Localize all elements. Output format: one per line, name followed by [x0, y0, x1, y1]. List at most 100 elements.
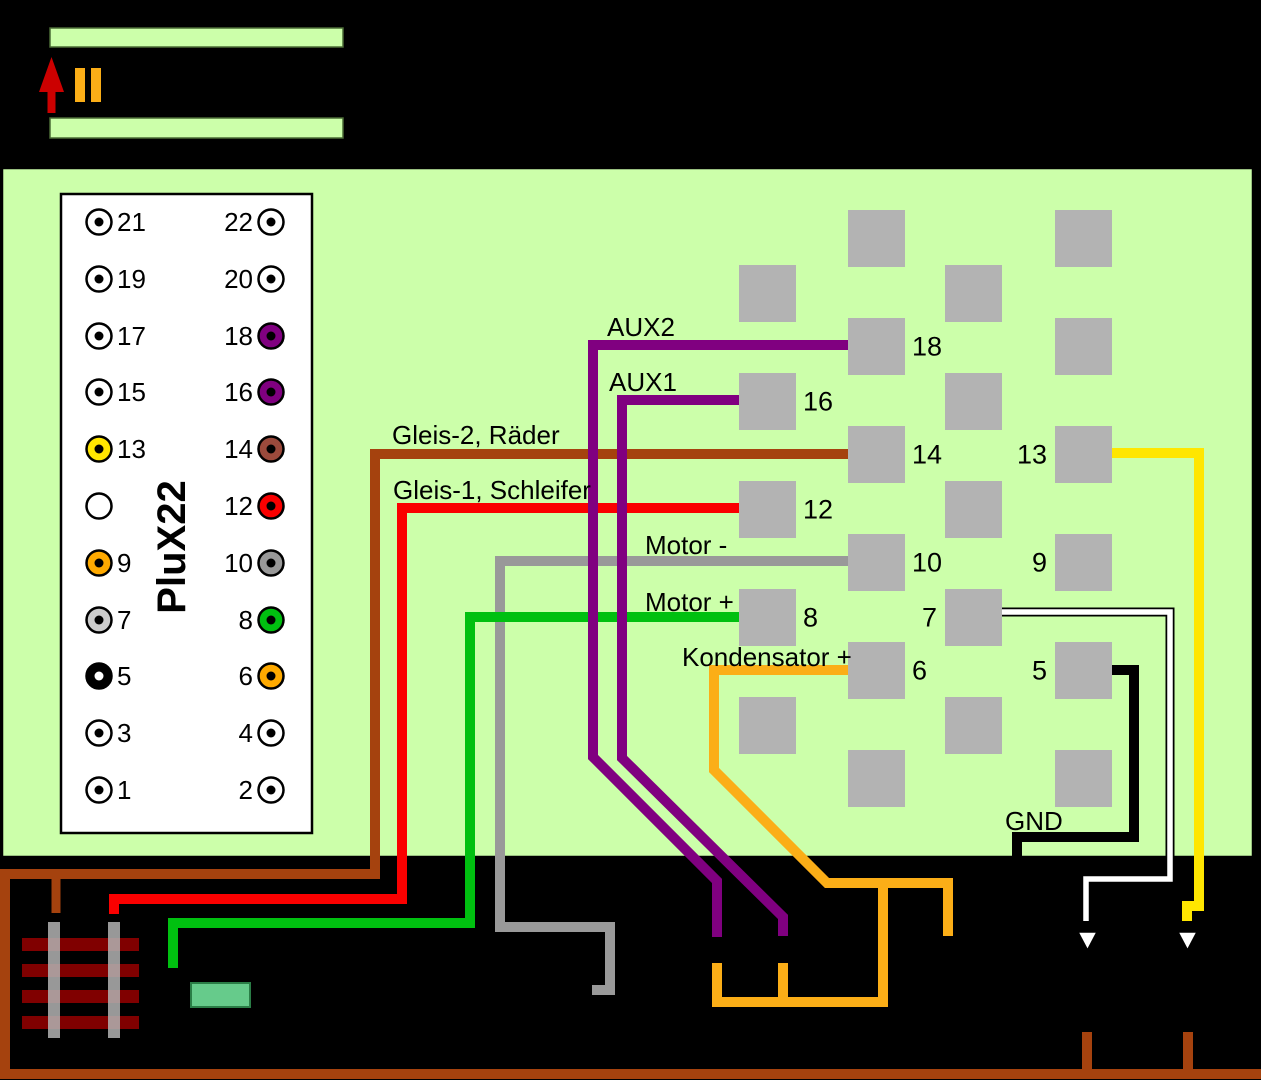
pin-dot	[266, 274, 276, 284]
marker-bar-icon	[91, 68, 101, 102]
pad-number: 12	[803, 495, 833, 525]
solder-pad	[945, 481, 1002, 538]
pin-dot	[94, 217, 104, 227]
pin-number: 1	[117, 775, 131, 805]
pin-dot	[94, 558, 104, 568]
solder-pad	[1055, 642, 1112, 699]
pad-number: 7	[922, 603, 937, 633]
solder-pad	[739, 589, 796, 646]
solder-pad	[848, 534, 905, 591]
track-tie	[22, 964, 139, 977]
solder-pad	[1055, 426, 1112, 483]
wire-track2	[0, 449, 1261, 1079]
pin-number: 8	[239, 605, 253, 635]
solder-pad	[848, 210, 905, 267]
pin-dot	[266, 387, 276, 397]
pin-circle-left	[85, 492, 113, 520]
pad-number: 9	[1032, 548, 1047, 578]
pin-dot	[94, 274, 104, 284]
pad-number: 8	[803, 603, 818, 633]
direction-arrow-icon	[39, 57, 64, 113]
pin-number: 13	[117, 434, 146, 464]
pin-number: 4	[239, 718, 253, 748]
wire-front-light	[1002, 609, 1173, 921]
wire-track1	[109, 503, 739, 914]
pin-number: 10	[224, 548, 253, 578]
track-tie	[22, 938, 139, 951]
pin-dot	[94, 785, 104, 795]
solder-pad	[739, 481, 796, 538]
pin-number: 2	[239, 775, 253, 805]
label-cap-plus: Kondensator +	[682, 642, 852, 672]
pin-number: 22	[224, 207, 253, 237]
front-lamp-triangle-icon	[1076, 931, 1099, 952]
pin-number: 18	[224, 321, 253, 351]
solder-pad	[739, 265, 796, 322]
wire-aux2	[588, 340, 848, 937]
track-tie	[22, 990, 139, 1003]
solder-pad	[945, 697, 1002, 754]
frame-bar-top	[49, 27, 344, 48]
pin-dot	[266, 331, 276, 341]
pin-dot	[266, 671, 276, 681]
pin-number: 16	[224, 377, 253, 407]
label-aux2: AUX2	[607, 312, 675, 342]
pad-number: 10	[912, 548, 942, 578]
wire-gnd	[1012, 665, 1139, 870]
label-motor-minus: Motor -	[645, 530, 727, 560]
solder-pad	[1055, 534, 1112, 591]
solder-pad	[1055, 318, 1112, 375]
solder-pad	[848, 318, 905, 375]
pad-number: 5	[1032, 656, 1047, 686]
pin-dot	[266, 728, 276, 738]
label-aux1: AUX1	[609, 367, 677, 397]
pad-number: 14	[912, 440, 942, 470]
marker-bar-icon	[75, 68, 85, 102]
wire-labels: AUX2 AUX1 Gleis-2, Räder Gleis-1, Schlei…	[392, 312, 1063, 836]
pin-dot	[266, 785, 276, 795]
motor-box	[190, 982, 251, 1008]
pin-number: 9	[117, 548, 131, 578]
pad-number: 6	[912, 656, 927, 686]
pin-number: 15	[117, 377, 146, 407]
pin-dot	[94, 331, 104, 341]
pin-number: 5	[117, 661, 131, 691]
wire-motor-plus	[168, 612, 739, 968]
pin-dot	[94, 671, 104, 681]
pad-number: 16	[803, 387, 833, 417]
pin-dot	[94, 444, 104, 454]
rear-lamp-triangle-icon	[1176, 931, 1199, 952]
pin-dot	[266, 217, 276, 227]
rail-left	[48, 922, 60, 1038]
wire-motor-minus	[495, 556, 848, 995]
frame-bar-bottom	[49, 117, 344, 139]
pad-number: 13	[1017, 440, 1047, 470]
pin-dot	[94, 615, 104, 625]
solder-pad	[1055, 210, 1112, 267]
legend-title: PluX22	[150, 480, 194, 613]
label-motor-plus: Motor +	[645, 587, 734, 617]
label-gnd: GND	[1005, 806, 1063, 836]
pin-dot	[266, 501, 276, 511]
label-track2: Gleis-2, Räder	[392, 420, 560, 450]
solder-pad	[848, 426, 905, 483]
rail-right	[108, 922, 120, 1038]
wires	[0, 340, 1261, 1079]
solder-pad	[848, 642, 905, 699]
solder-pad	[945, 589, 1002, 646]
pad-number: 18	[912, 332, 942, 362]
wire-cap-plus	[709, 665, 953, 936]
pin-number: 6	[239, 661, 253, 691]
pin-dot	[266, 615, 276, 625]
loco-top-symbol	[39, 27, 344, 139]
solder-pad	[739, 373, 796, 430]
track-symbol	[22, 922, 139, 1038]
solder-pad	[1055, 750, 1112, 807]
solder-pad	[945, 265, 1002, 322]
pin-number: 17	[117, 321, 146, 351]
wire-rear-light	[1112, 448, 1204, 921]
pads-layer: 18 14 10 6 16 12 8 7 13 9 5	[739, 210, 1112, 807]
